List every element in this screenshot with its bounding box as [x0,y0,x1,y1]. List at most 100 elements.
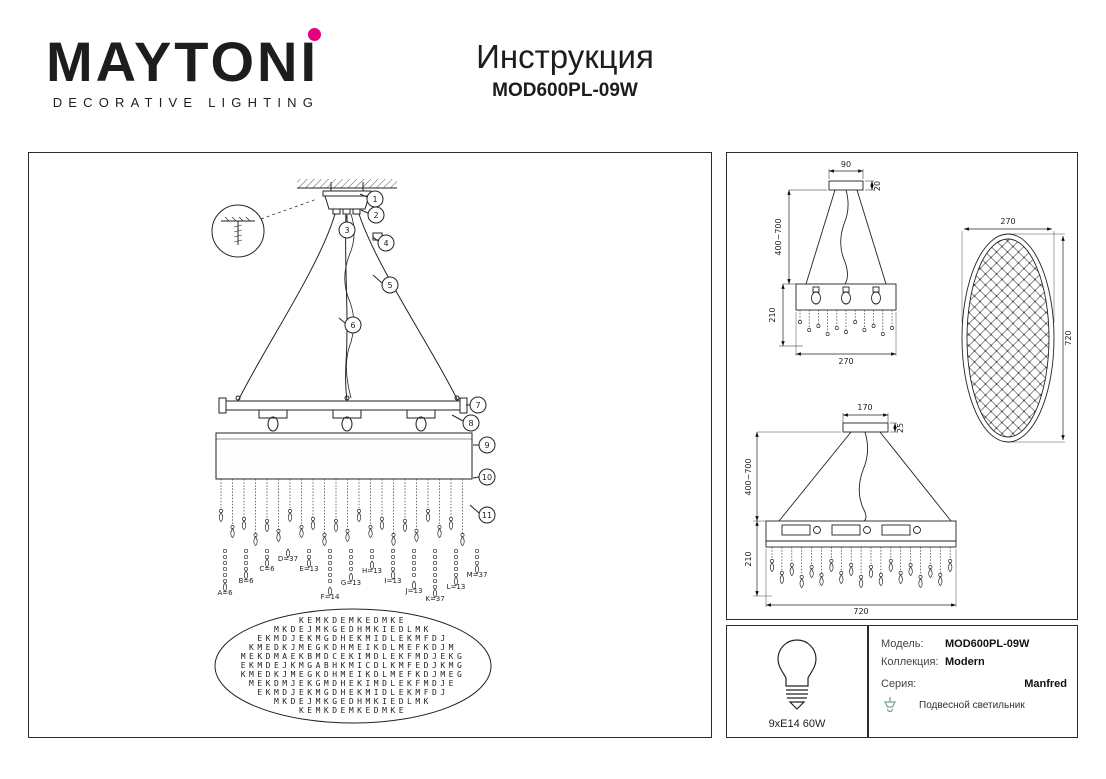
strand-labels: A=6 B=6 C=6 D=37 E=13 F=14 G=13 H=13 I=1… [217,555,487,603]
model-value: MOD600PL-09W [945,638,1030,650]
svg-text:11: 11 [482,511,492,520]
callout-6: 6 [338,316,362,334]
strand-label: F=14 [321,593,340,601]
pattern-row: MEKDMJEKGMDHEKIMDLEKFMDJE [249,679,457,688]
svg-text:7: 7 [475,401,480,410]
top-view-oval [961,227,1065,443]
dim-canopy-width-2: 170 [857,403,872,412]
bulb-panel: 9xE14 60W [726,625,868,738]
model-label: Модель: [881,638,924,650]
shade-body [215,432,473,480]
strand-label: I=13 [385,577,402,585]
pattern-row: MKDEJMKGEDHMKIEDLMK [274,625,432,634]
ceiling-and-canopy [297,179,397,241]
strand-label: J=13 [405,587,423,595]
callout-2: 2 [360,206,385,224]
pattern-row: KEMKDEMKEDMKE [299,706,407,715]
callout-3: 3 [338,215,356,239]
bulb-icon [777,639,817,710]
callouts: 1 2 3 4 5 6 7 8 9 10 11 [338,190,496,524]
brand-subtitle: DECORATIVE LIGHTING [52,95,320,110]
svg-text:3: 3 [344,226,349,235]
callout-8: 8 [451,414,480,432]
brand-wordmark: MAYTONI [46,28,322,90]
callout-1: 1 [359,190,384,208]
svg-text:1: 1 [372,195,377,204]
dim-cable-length: 400~700 [774,218,783,255]
strand-label: E=13 [299,565,318,573]
crystal-layout-oval: KEMKDEMKEDMKE MKDEJMKGEDHMKIEDLMK EKMDJE… [214,608,492,724]
dimension-drawings: 90 20 400~700 210 270 270 720 [744,160,1073,616]
maytoni-logo: MAYTONI DECORATIVE LIGHTING [46,28,322,110]
pattern-row: KMEDKJMEGKDHMEIKDLMEFKDJM [249,643,457,652]
callout-4: 4 [372,234,395,252]
dim-oval-length: 720 [1064,330,1073,345]
type-value: Подвесной светильник [919,699,1025,711]
assembly-diagram: A=6 B=6 C=6 D=37 E=13 F=14 G=13 H=13 I=1… [211,179,496,724]
svg-text:4: 4 [383,239,388,248]
callout-10: 10 [472,468,496,486]
dim-canopy-width: 90 [841,160,851,169]
pattern-row: MEKDMAEKBMDCEKIMDLEKFMDJEKG [241,652,466,661]
dim-cable-length-2: 400~700 [744,458,753,495]
strand-label: L=13 [447,583,466,591]
support-bar [218,395,468,432]
callout-11: 11 [469,504,496,524]
strand-label: A=6 [217,589,233,597]
series-value: Manfred [1024,678,1067,690]
dim-canopy-height-2: 25 [896,423,905,433]
pattern-row: EKMDJEKMGDHEKMIDLEKMFDJ [257,634,448,643]
title-block: Инструкция MOD600PL-09W [400,38,730,102]
svg-text:2: 2 [373,211,378,220]
pattern-row: KEMKDEMKEDMKE [299,616,407,625]
brand-text: MAYTONI [46,30,320,93]
dim-width-2: 720 [853,607,868,616]
crystal-strands-side [769,547,953,589]
assembly-diagram-panel: A=6 B=6 C=6 D=37 E=13 F=14 G=13 H=13 I=1… [28,152,712,738]
collection-value: Modern [945,656,985,668]
svg-text:9: 9 [484,441,489,450]
dim-width: 270 [838,357,853,366]
front-view [779,169,897,356]
dimension-panel: 90 20 400~700 210 270 270 720 [726,152,1078,620]
mount-detail-magnifier [211,198,318,258]
pattern-row: KMEDKJMEGKDHMEIKDLMEFKDJMEG [241,670,466,679]
bulbs-front [811,286,881,305]
dim-shade-height-2: 210 [744,551,753,566]
lamp-holders-side [781,524,921,536]
svg-text:8: 8 [468,419,473,428]
bulb-spec: 9xE14 60W [768,718,826,730]
strand-label: H=13 [362,567,382,575]
pattern-row: MKDEJMKGEDHMKIEDLMK [274,697,432,706]
collection-label: Коллекция: [881,656,939,668]
pattern-row: EKMDEJKMGABHKMICDLKMFEDJKMG [241,661,466,670]
doc-title: Инструкция [476,38,654,75]
doc-model: MOD600PL-09W [492,80,638,101]
spec-panel: Модель: MOD600PL-09W Коллекция: Modern С… [868,625,1078,738]
strand-label: K=37 [425,595,444,603]
svg-text:10: 10 [482,473,492,482]
strand-label: B=6 [238,577,254,585]
callout-9: 9 [473,436,496,454]
strand-label: D=37 [278,555,298,563]
strand-type-chains [222,548,480,599]
strand-label: M=37 [467,571,488,579]
dim-oval-width: 270 [1000,217,1015,226]
suspension-cables [237,213,459,402]
spec-row-series: Серия: Manfred [881,678,1067,690]
strand-label: C=6 [259,565,275,573]
brand-dot-icon [308,28,322,41]
crystal-strands-front [798,310,894,336]
spec-row-type: Подвесной светильник [881,696,1067,714]
spec-row-collection: Коллекция: Modern [881,656,1067,668]
series-label: Серия: [881,678,917,690]
lamp-holders [258,409,436,432]
svg-text:5: 5 [387,281,392,290]
strand-label: G=13 [341,579,361,587]
pendant-lamp-icon [883,697,897,713]
pattern-row: EKMDJEKMGDHEKMIDLEKMFDJ [257,688,448,697]
callout-7: 7 [466,396,487,414]
crystal-strands [218,479,465,547]
spec-row-model: Модель: MOD600PL-09W [881,638,1067,650]
callout-5: 5 [372,274,399,294]
